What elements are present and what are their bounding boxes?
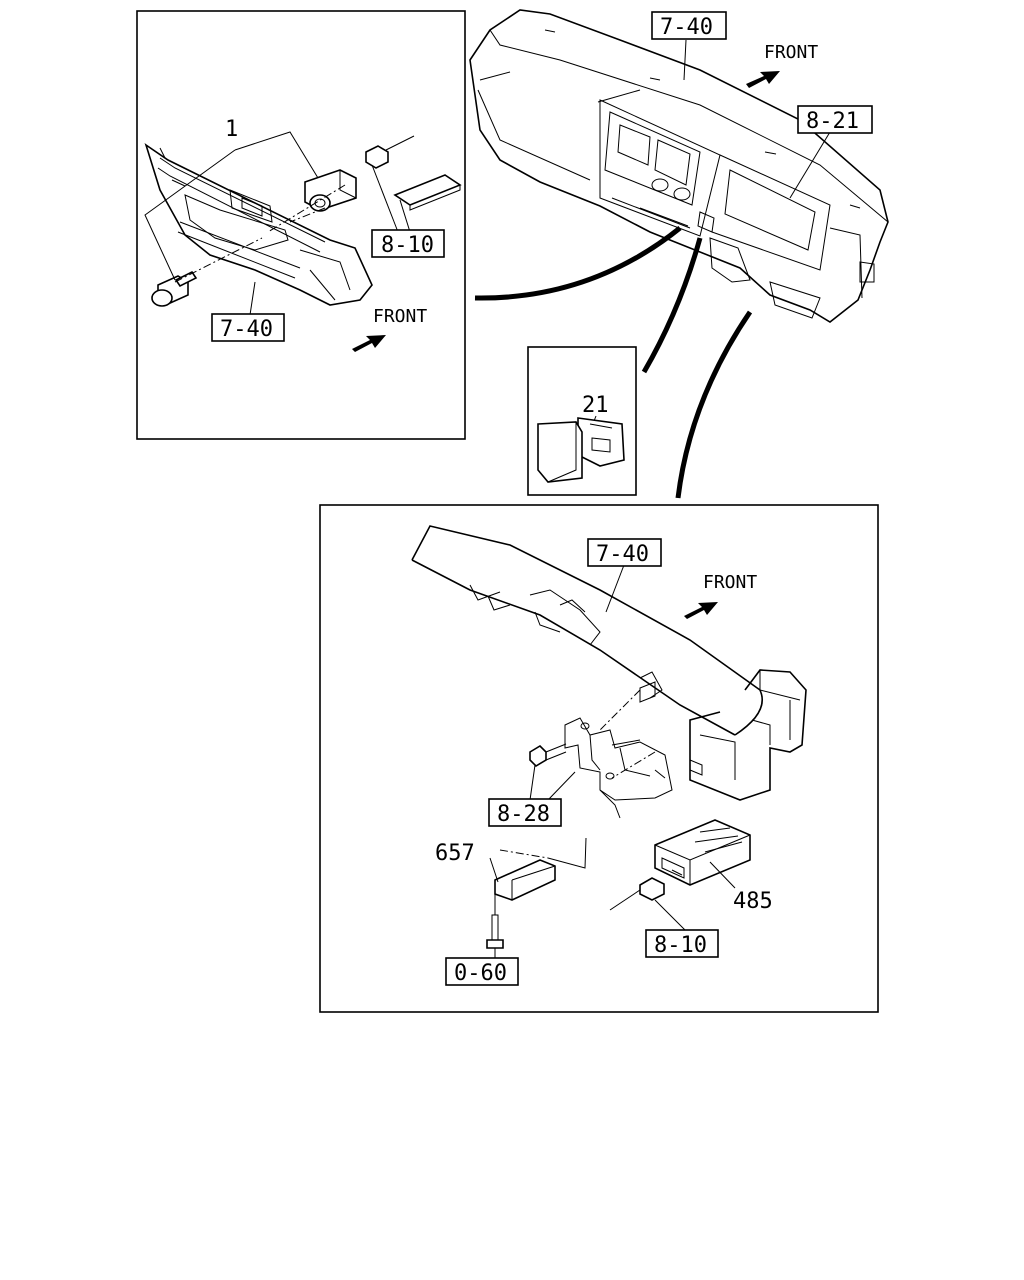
ref-label-0-60: 0-60 — [454, 961, 507, 986]
detail-frame-bracket-assembly: 8-28 657 0-60 — [319, 504, 879, 1013]
leader-8-28-a — [529, 764, 536, 801]
side-bracket-drawing — [689, 669, 807, 801]
front-arrow-icon — [684, 602, 718, 619]
part-number-1: 1 — [225, 117, 238, 142]
leader-8-28-b — [547, 771, 576, 801]
ref-label-8-10-bottom: 8-10 — [654, 933, 707, 958]
dashboard-drawing — [469, 9, 889, 323]
front-label-top-left: FRONT — [373, 306, 427, 327]
leader-8-10-bottom — [654, 899, 686, 931]
cross-member-drawing — [411, 525, 763, 736]
leader-8-21 — [789, 131, 831, 199]
ref-label-7-40-top-left: 7-40 — [220, 317, 273, 342]
module-485-drawing — [654, 819, 751, 886]
nut-plate-657-drawing — [489, 837, 587, 901]
part-number-485: 485 — [733, 889, 773, 914]
knob-drawing — [151, 270, 198, 307]
ref-label-7-40-bottom: 7-40 — [596, 542, 649, 567]
front-arrow-icon — [746, 71, 780, 88]
mounting-bracket-drawing — [564, 681, 673, 819]
leader-485 — [709, 861, 736, 889]
leader-lines-top-left — [144, 131, 411, 316]
callout-curve-left — [474, 226, 682, 301]
part-number-21: 21 — [582, 393, 609, 418]
connector-drawing — [365, 135, 462, 211]
connector-8-10-bottom-drawing — [609, 877, 665, 911]
callout-curve-right — [675, 310, 753, 499]
front-label-bottom: FRONT — [703, 572, 757, 593]
bolt-8-28-drawing — [529, 743, 567, 768]
leader-7-40-bottom — [605, 564, 625, 613]
ref-label-7-40-top-right: 7-40 — [660, 15, 713, 40]
leader-7-40-top-right — [683, 39, 687, 81]
ref-label-8-28: 8-28 — [497, 802, 550, 827]
bolt-0-60-drawing — [486, 890, 504, 958]
front-arrow-icon — [352, 335, 386, 352]
part-number-657: 657 — [435, 841, 475, 866]
switch-upper-drawing — [304, 169, 357, 212]
detail-frame-switch-panel: 8-10 7-40 1 FRONT — [136, 10, 466, 440]
lower-trim-panel-drawing — [144, 143, 373, 306]
instrument-panel-overview: 7-40 8-21 FRONT — [469, 9, 889, 499]
ref-label-8-10-top: 8-10 — [381, 233, 434, 258]
ref-label-8-21: 8-21 — [806, 109, 859, 134]
front-label-top-right: FRONT — [764, 42, 818, 63]
callout-curve-middle — [641, 237, 703, 374]
inset-frame-part-21: 21 — [527, 346, 637, 496]
